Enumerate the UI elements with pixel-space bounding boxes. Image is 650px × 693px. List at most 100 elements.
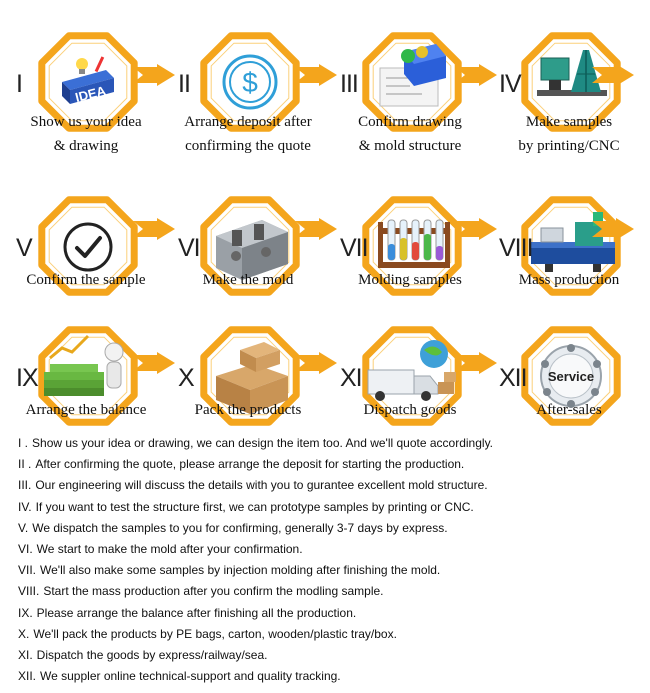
note-text: Please arrange the balance after finishi…: [36, 605, 357, 620]
step-caption-line: Confirm drawing: [358, 114, 462, 130]
step-caption-line: Make the mold: [202, 272, 294, 288]
process-notes: I .Show us your idea or drawing, we can …: [18, 433, 638, 687]
note-text: We dispatch the samples to you for confi…: [32, 520, 448, 535]
step-caption: Show us your idea & drawing: [0, 110, 172, 158]
step-caption: Confirm drawing & mold structure: [324, 110, 496, 158]
note-number: VIII.: [18, 584, 40, 599]
step-caption-line: & mold structure: [358, 138, 462, 154]
process-step: IDEA I Show us your idea & drawing: [14, 8, 164, 158]
note-text: We'll also make some samples by injectio…: [40, 563, 441, 578]
step-caption: Make the mold: [162, 268, 334, 292]
note-line: II .After confirming the quote, please a…: [18, 454, 638, 475]
note-text: Start the mass production after you conf…: [43, 584, 384, 599]
arrow-right-icon: [455, 64, 497, 86]
step-caption-line: Dispatch goods: [363, 402, 457, 418]
idea-icon: IDEA: [38, 32, 138, 132]
note-line: X.We'll pack the products by PE bags, ca…: [18, 624, 638, 645]
step-caption-line: Make samples: [525, 114, 613, 130]
arrow-right-icon: [295, 218, 337, 240]
checkmark-icon: [38, 196, 138, 296]
note-number: VI.: [18, 541, 33, 556]
arrow-right-icon: [295, 352, 337, 374]
note-number: VII.: [18, 563, 37, 578]
step-caption: After-sales: [483, 398, 650, 422]
note-line: I .Show us your idea or drawing, we can …: [18, 433, 638, 454]
step-caption-line: by printing/CNC: [518, 138, 620, 154]
step-caption-line: Mass production: [518, 272, 620, 288]
cad-drawing-icon: [362, 32, 462, 132]
note-number: IV.: [18, 499, 32, 514]
step-caption-line: Arrange the balance: [25, 402, 147, 418]
cardboard-boxes-icon: [200, 326, 300, 426]
note-text: We'll pack the products by PE bags, cart…: [33, 626, 397, 641]
step-numeral: IV: [499, 70, 522, 98]
mold-icon: [200, 196, 300, 296]
arrow-right-icon: [295, 64, 337, 86]
step-caption-line: Show us your idea: [30, 114, 142, 130]
note-line: V.We dispatch the samples to you for con…: [18, 518, 638, 539]
money-stack-icon: [38, 326, 138, 426]
svg-text:$: $: [242, 67, 258, 98]
step-caption-line: After-sales: [536, 402, 602, 418]
step-numeral: I: [16, 70, 23, 98]
note-line: VIII.Start the mass production after you…: [18, 581, 638, 602]
note-text: We start to make the mold after your con…: [36, 541, 303, 556]
process-step: III Confirm drawing & mold structure: [338, 8, 488, 158]
step-caption-line: & drawing: [53, 138, 119, 154]
step-numeral: X: [178, 364, 195, 392]
note-number: X.: [18, 626, 30, 641]
note-line: VII.We'll also make some samples by inje…: [18, 560, 638, 581]
step-caption: Pack the products: [162, 398, 334, 422]
step-caption: Molding samples: [324, 268, 496, 292]
process-step: X Pack the products: [176, 302, 326, 452]
machine-icon: [521, 196, 621, 296]
note-number: XII.: [18, 669, 37, 684]
note-line: IX.Please arrange the balance after fini…: [18, 603, 638, 624]
note-text: We suppler online technical-support and …: [40, 669, 341, 684]
step-numeral: XI: [340, 364, 363, 392]
step-caption: Confirm the sample: [0, 268, 172, 292]
note-text: Our engineering will discuss the details…: [35, 478, 488, 493]
step-numeral: VI: [178, 234, 201, 262]
dollar-icon: $: [200, 32, 300, 132]
step-caption-line: Pack the products: [194, 402, 302, 418]
step-caption-line: confirming the quote: [185, 138, 311, 154]
delivery-truck-icon: [362, 326, 462, 426]
step-numeral: VIII: [499, 234, 534, 262]
step-caption: Arrange the balance: [0, 398, 172, 422]
process-step: V Confirm the sample: [14, 172, 164, 322]
step-caption: Dispatch goods: [324, 398, 496, 422]
arrow-right-icon: [455, 218, 497, 240]
note-number: III.: [18, 478, 32, 493]
note-line: VI.We start to make the mold after your …: [18, 539, 638, 560]
step-numeral: V: [16, 234, 33, 262]
arrow-right-icon: [133, 218, 175, 240]
service-dial-icon: Service: [521, 326, 621, 426]
step-caption: Mass production: [483, 268, 650, 292]
step-caption-line: Molding samples: [358, 272, 462, 288]
arrow-right-icon: [455, 352, 497, 374]
note-number: V.: [18, 520, 29, 535]
note-text: Dispatch the goods by express/railway/se…: [36, 647, 268, 662]
process-step: Service XII After-sales: [497, 302, 647, 452]
note-number: I .: [18, 436, 29, 450]
step-caption-line: Confirm the sample: [26, 272, 146, 288]
step-numeral: XII: [499, 364, 528, 392]
note-text: If you want to test the structure first,…: [35, 499, 474, 514]
arrow-right-icon: [592, 218, 634, 240]
step-caption-line: Arrange deposit after: [184, 114, 312, 130]
note-text: Show us your idea or drawing, we can des…: [32, 436, 494, 450]
process-step: VIII Mass production: [497, 172, 647, 322]
arrow-right-icon: [592, 64, 634, 86]
service-label: Service: [548, 369, 594, 384]
note-number: XI.: [18, 647, 33, 662]
note-text: After confirming the quote, please arran…: [35, 457, 465, 472]
step-numeral: III: [340, 70, 359, 98]
3d-printer-icon: [521, 32, 621, 132]
